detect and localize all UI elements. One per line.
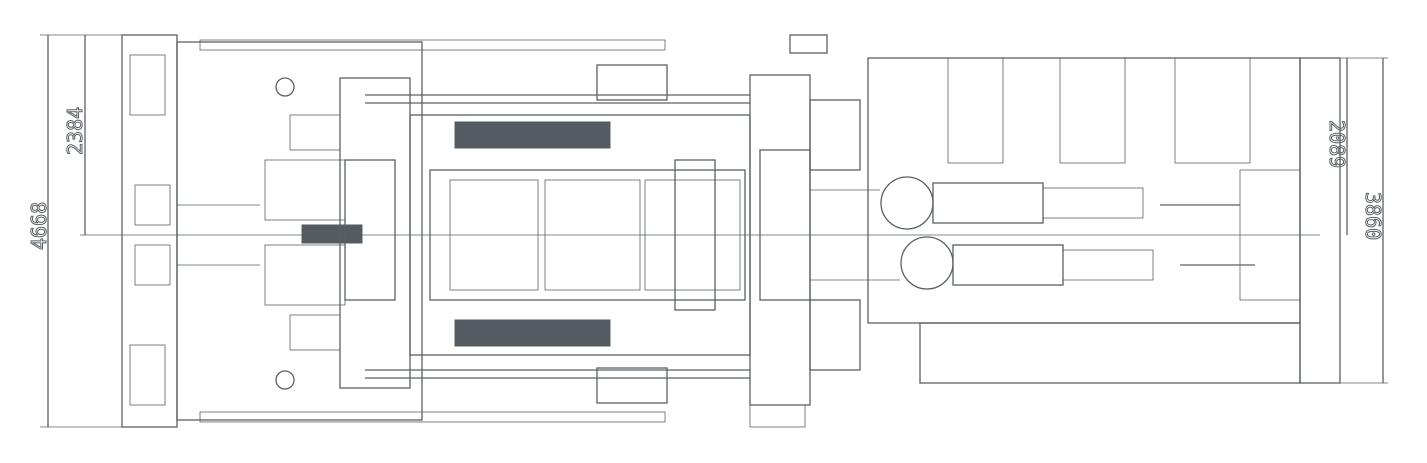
dimension-lines [40, 34, 1388, 428]
dimension-half-width-right: 2089 [1325, 120, 1349, 168]
injection-unit [810, 57, 1341, 384]
clamping-unit [199, 34, 861, 428]
left-frame [121, 34, 423, 428]
dimension-right-section-width: 3860 [1361, 192, 1385, 240]
dimension-overall-width: 4668 [27, 202, 51, 250]
dimension-half-width-left: 2384 [63, 107, 87, 155]
